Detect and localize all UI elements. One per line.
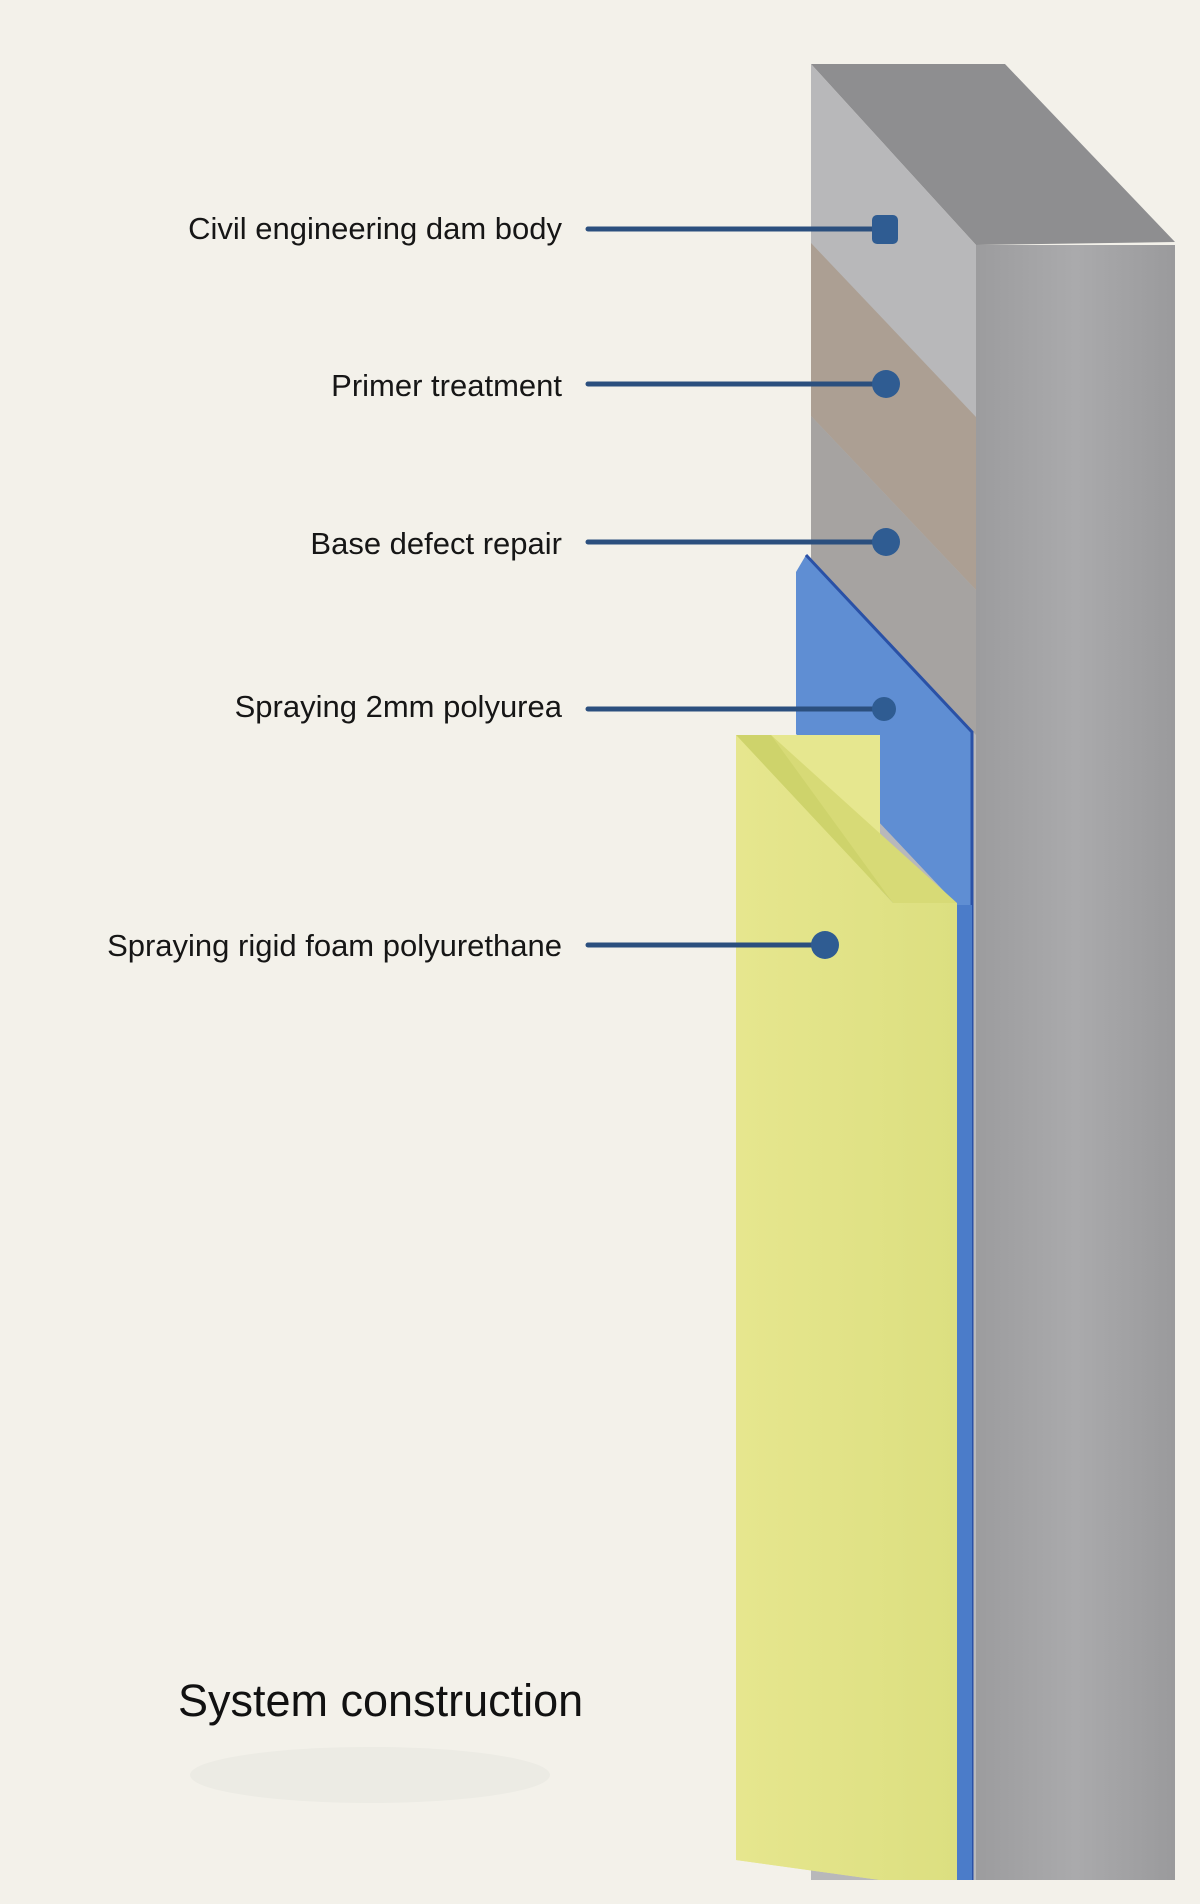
foam-bevel-face [771,735,957,903]
leader-end-polyurea [872,697,896,721]
dam-body-top [811,64,1175,245]
leader-end-primer [872,370,900,398]
title-shadow [190,1747,550,1803]
dam-body-front [976,245,1175,1880]
polyurea-front-strip [957,905,972,1880]
leader-ends [811,215,900,959]
label-defect-repair: Base defect repair [310,526,562,561]
polyurea-layer [796,555,972,1880]
label-dam-body: Civil engineering dam body [188,211,562,246]
leader-end-defect-repair [872,528,900,556]
leader-end-dam-body [872,215,898,244]
leader-lines [585,226,887,948]
foam-front [736,735,957,1880]
label-foam: Spraying rigid foam polyurethane [107,928,562,963]
diagram-title: System construction [178,1675,584,1726]
leader-end-foam [811,931,839,959]
primer-band [811,243,976,590]
label-polyurea: Spraying 2mm polyurea [234,689,562,724]
defect-repair-band [811,416,976,735]
label-primer: Primer treatment [331,368,562,403]
